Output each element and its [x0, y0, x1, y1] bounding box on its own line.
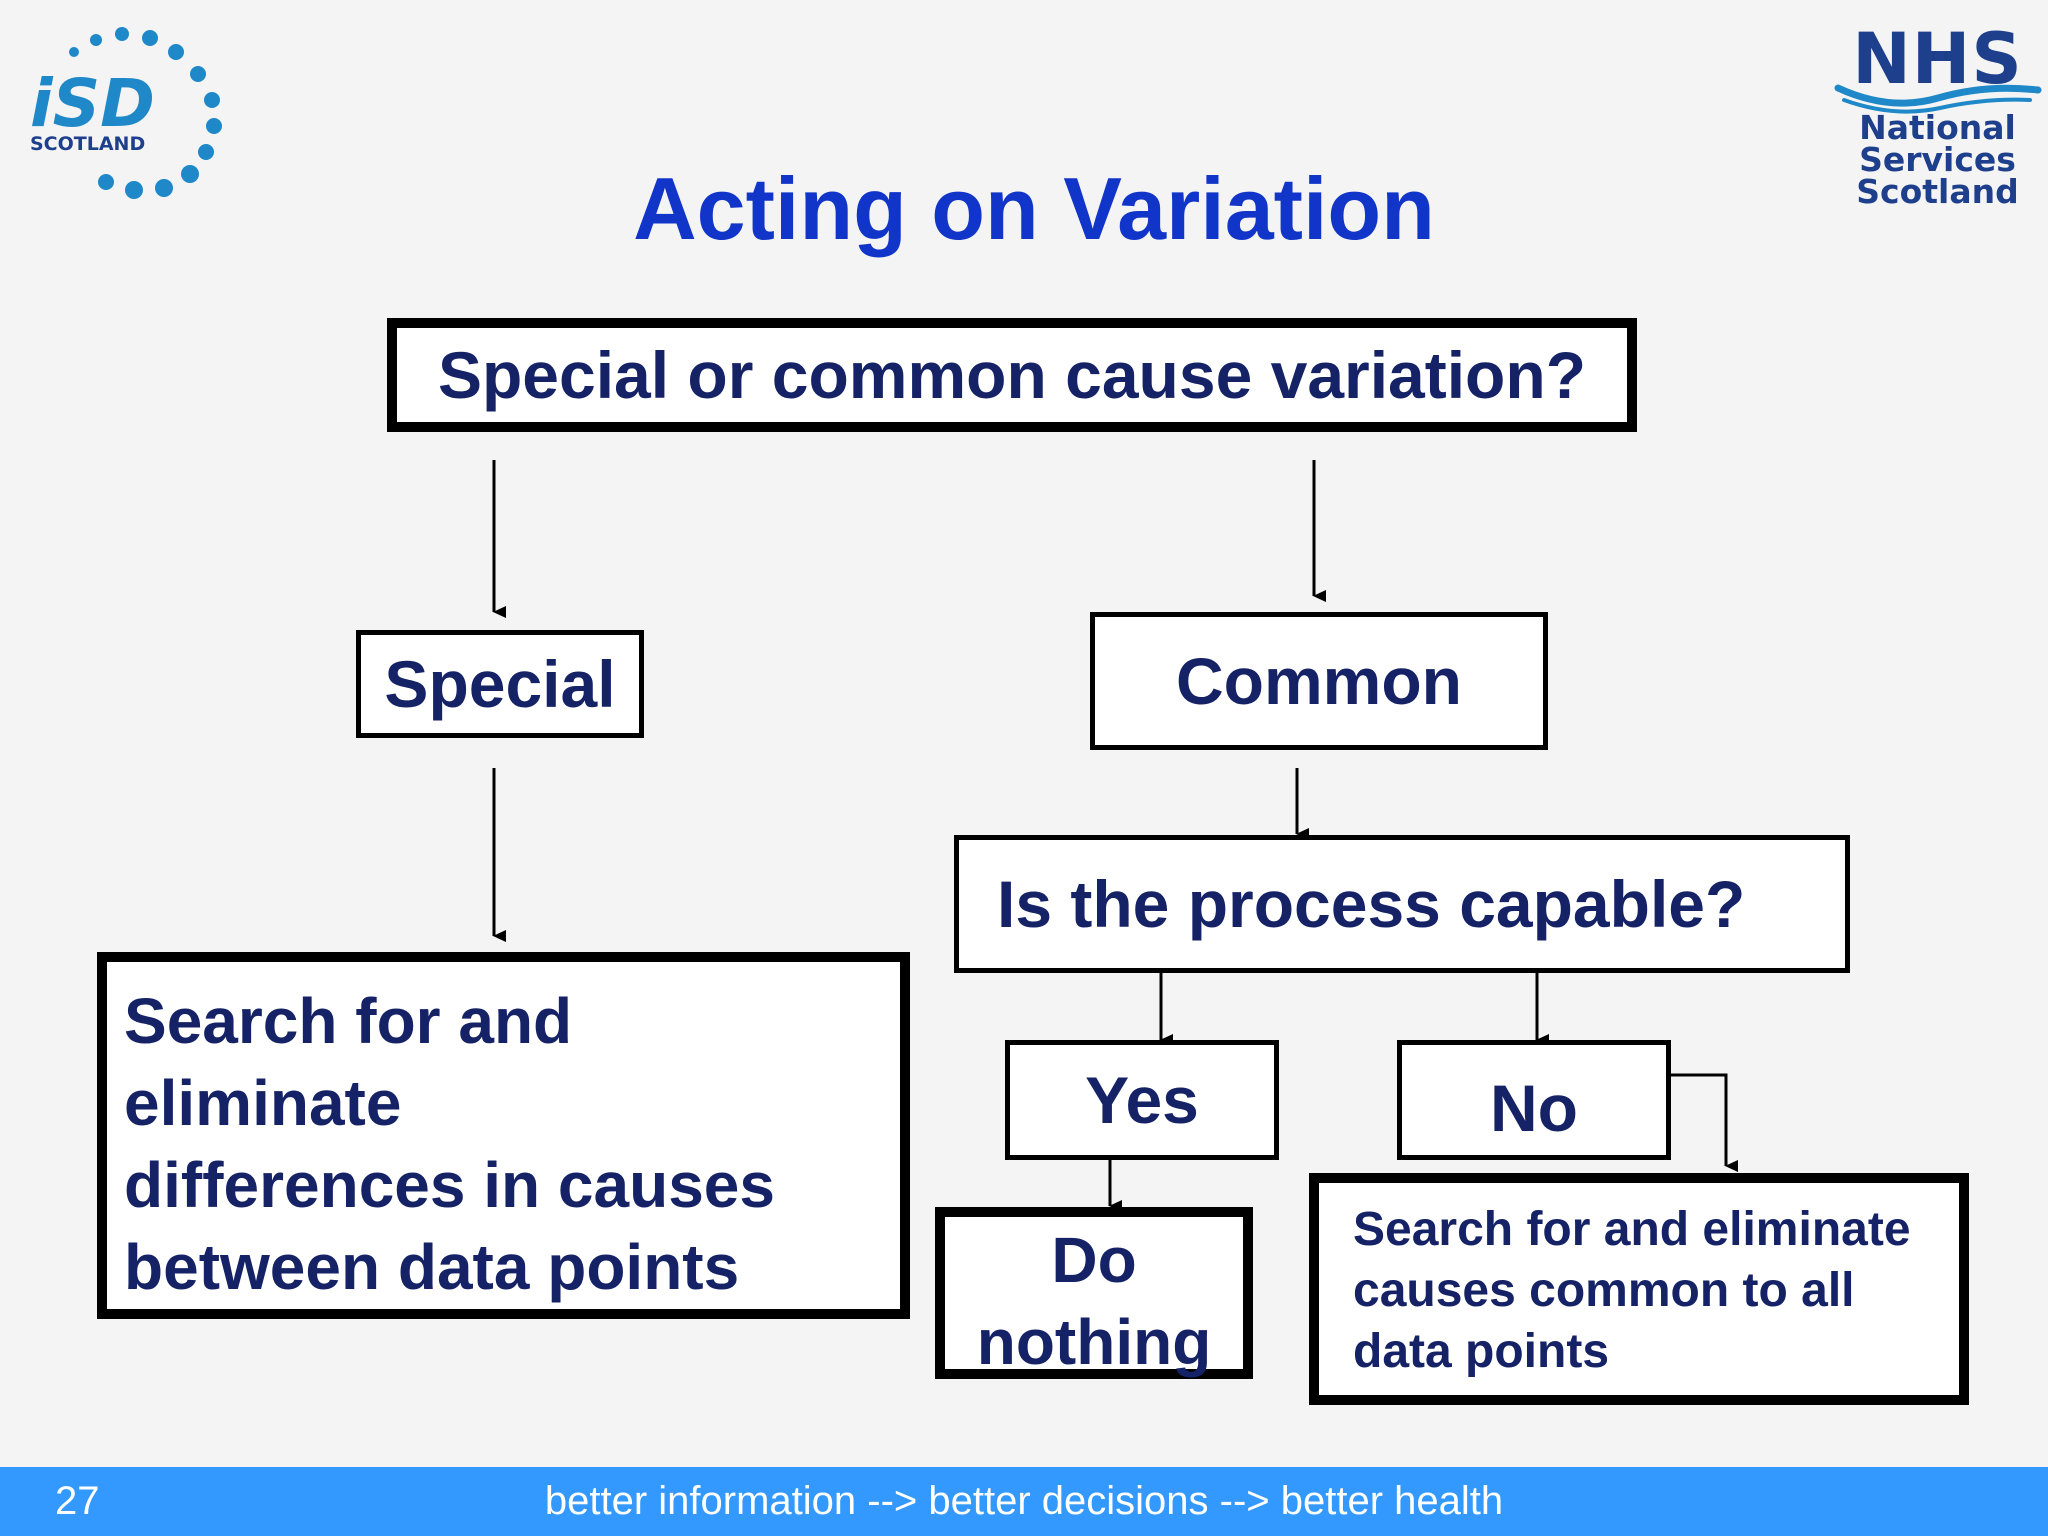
special-action-line: Search for and — [124, 985, 573, 1057]
slide-title: Acting on Variation — [633, 159, 1435, 258]
special-action-line: differences in causes — [124, 1149, 775, 1221]
special-action-line: between data points — [124, 1231, 740, 1303]
common-action-line: causes common to all — [1353, 1264, 1855, 1317]
common-action-line: Search for and eliminate — [1353, 1203, 1911, 1256]
isd-scotland-logo: iSD SCOTLAND — [22, 18, 232, 218]
nhs-logo-subtext: National Services Scotland — [1856, 108, 2019, 211]
page-number: 27 — [55, 1479, 100, 1523]
footer-tagline: better information --> better decisions … — [544, 1479, 1504, 1523]
special-action-box: Search for and eliminate differences in … — [97, 952, 910, 1319]
isd-logo-graphic: iSD SCOTLAND — [30, 27, 222, 199]
nhs-nss-logo: NHS National Services Scotland — [1830, 18, 2045, 218]
common-box: Common — [1090, 612, 1548, 750]
svg-text:iSD: iSD — [30, 65, 155, 142]
svg-text:SCOTLAND: SCOTLAND — [30, 133, 145, 155]
no-box: No — [1397, 1040, 1671, 1160]
variation-question-box: Special or common cause variation? — [387, 318, 1637, 432]
common-action-line: data points — [1353, 1325, 1610, 1378]
footer-bar: 27 better information --> better decisio… — [0, 1467, 2048, 1536]
common-action-box: Search for and eliminate causes common t… — [1309, 1173, 1969, 1405]
special-action-line: eliminate — [124, 1067, 402, 1139]
process-capable-box: Is the process capable? — [954, 835, 1850, 973]
flow-arrows — [492, 460, 1738, 1212]
yes-box: Yes — [1005, 1040, 1279, 1160]
special-box: Special — [356, 630, 644, 738]
do-nothing-box: Do nothing — [935, 1207, 1253, 1379]
nhs-wave-icon — [1834, 84, 2042, 114]
arrow-no-to-action — [1671, 1073, 1738, 1172]
